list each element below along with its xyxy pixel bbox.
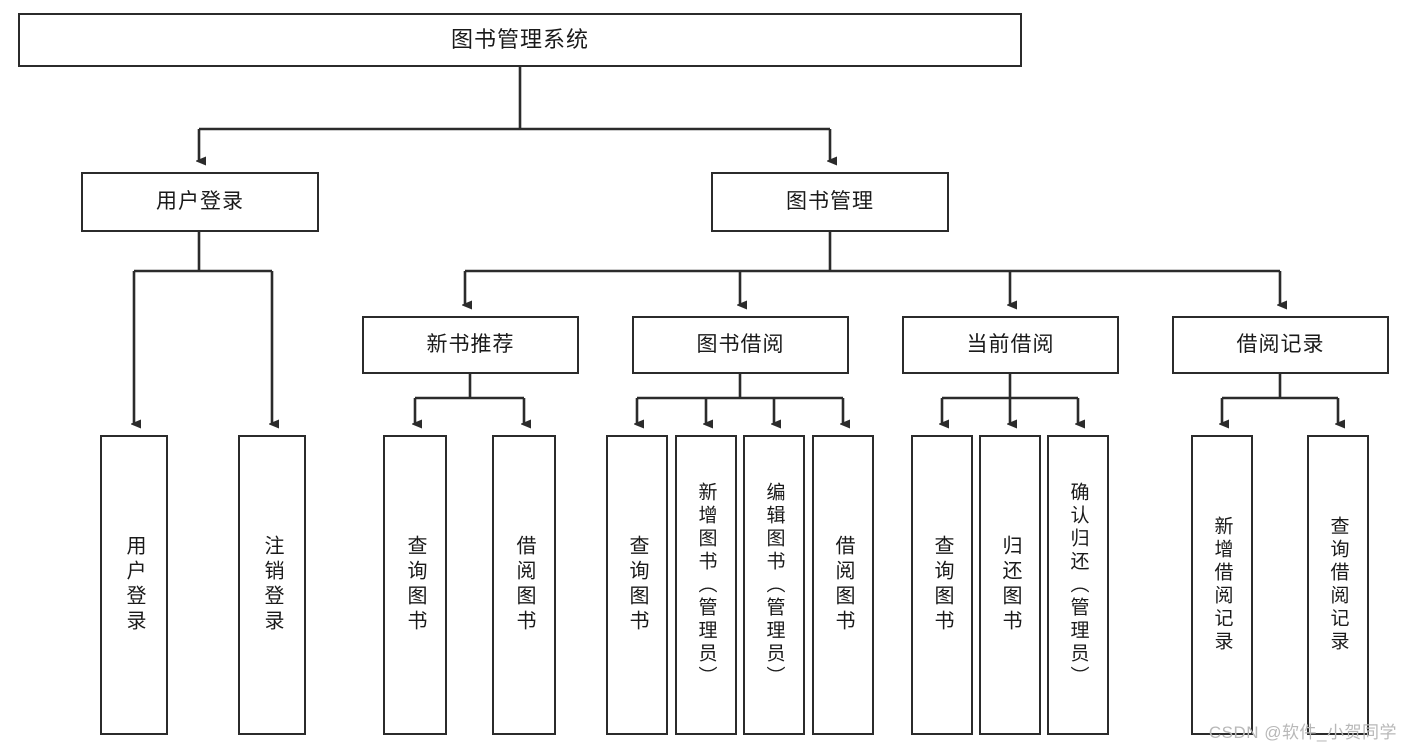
leaf-bb-query-book[interactable]: 查询图书	[606, 435, 668, 735]
leaf-cb-query-book[interactable]: 查询图书	[911, 435, 973, 735]
leaf-cb-confirm-return-admin[interactable]: 确认归还（管理员）	[1047, 435, 1109, 735]
leaf-bb-borrow-book[interactable]: 借阅图书	[812, 435, 874, 735]
node-root-label: 图书管理系统	[450, 26, 589, 52]
node-book-management[interactable]: 图书管理	[711, 172, 949, 232]
node-current-borrow[interactable]: 当前借阅	[902, 316, 1119, 374]
node-book-borrow[interactable]: 图书借阅	[632, 316, 849, 374]
node-user-login-label: 用户登录	[156, 190, 244, 214]
leaf-bb-edit-book-admin[interactable]: 编辑图书（管理员）	[743, 435, 805, 735]
node-root[interactable]: 图书管理系统	[18, 13, 1022, 67]
leaf-bb-add-book-admin-label: 新增图书（管理员）	[695, 481, 717, 689]
watermark: CSDN @软件_小贺同学	[1208, 723, 1397, 742]
leaf-user-login[interactable]: 用户登录	[100, 435, 168, 735]
leaf-br-add-record[interactable]: 新增借阅记录	[1191, 435, 1253, 735]
node-book-borrow-label: 图书借阅	[696, 333, 785, 357]
leaf-bb-query-book-label: 查询图书	[626, 535, 648, 635]
leaf-br-add-record-label: 新增借阅记录	[1211, 516, 1233, 654]
node-new-book-recommend[interactable]: 新书推荐	[362, 316, 579, 374]
node-new-book-recommend-label: 新书推荐	[426, 333, 515, 357]
node-borrow-record-label: 借阅记录	[1236, 333, 1325, 357]
leaf-bb-add-book-admin[interactable]: 新增图书（管理员）	[675, 435, 737, 735]
leaf-logout[interactable]: 注销登录	[238, 435, 306, 735]
node-book-management-label: 图书管理	[786, 190, 874, 214]
leaf-cb-query-book-label: 查询图书	[931, 535, 953, 635]
leaf-br-query-record[interactable]: 查询借阅记录	[1307, 435, 1369, 735]
leaf-bb-edit-book-admin-label: 编辑图书（管理员）	[763, 481, 785, 689]
leaf-cb-return-book[interactable]: 归还图书	[979, 435, 1041, 735]
leaf-logout-label: 注销登录	[261, 535, 283, 635]
leaf-user-login-label: 用户登录	[123, 535, 145, 635]
node-borrow-record[interactable]: 借阅记录	[1172, 316, 1389, 374]
node-current-borrow-label: 当前借阅	[966, 333, 1055, 357]
leaf-nb-borrow-book-label: 借阅图书	[513, 535, 535, 635]
leaf-nb-borrow-book[interactable]: 借阅图书	[492, 435, 556, 735]
leaf-cb-return-book-label: 归还图书	[999, 535, 1021, 635]
leaf-nb-query-book-label: 查询图书	[404, 535, 426, 635]
leaf-br-query-record-label: 查询借阅记录	[1327, 516, 1349, 654]
leaf-nb-query-book[interactable]: 查询图书	[383, 435, 447, 735]
leaf-bb-borrow-book-label: 借阅图书	[832, 535, 854, 635]
leaf-cb-confirm-return-admin-label: 确认归还（管理员）	[1067, 481, 1089, 689]
node-user-login[interactable]: 用户登录	[81, 172, 319, 232]
